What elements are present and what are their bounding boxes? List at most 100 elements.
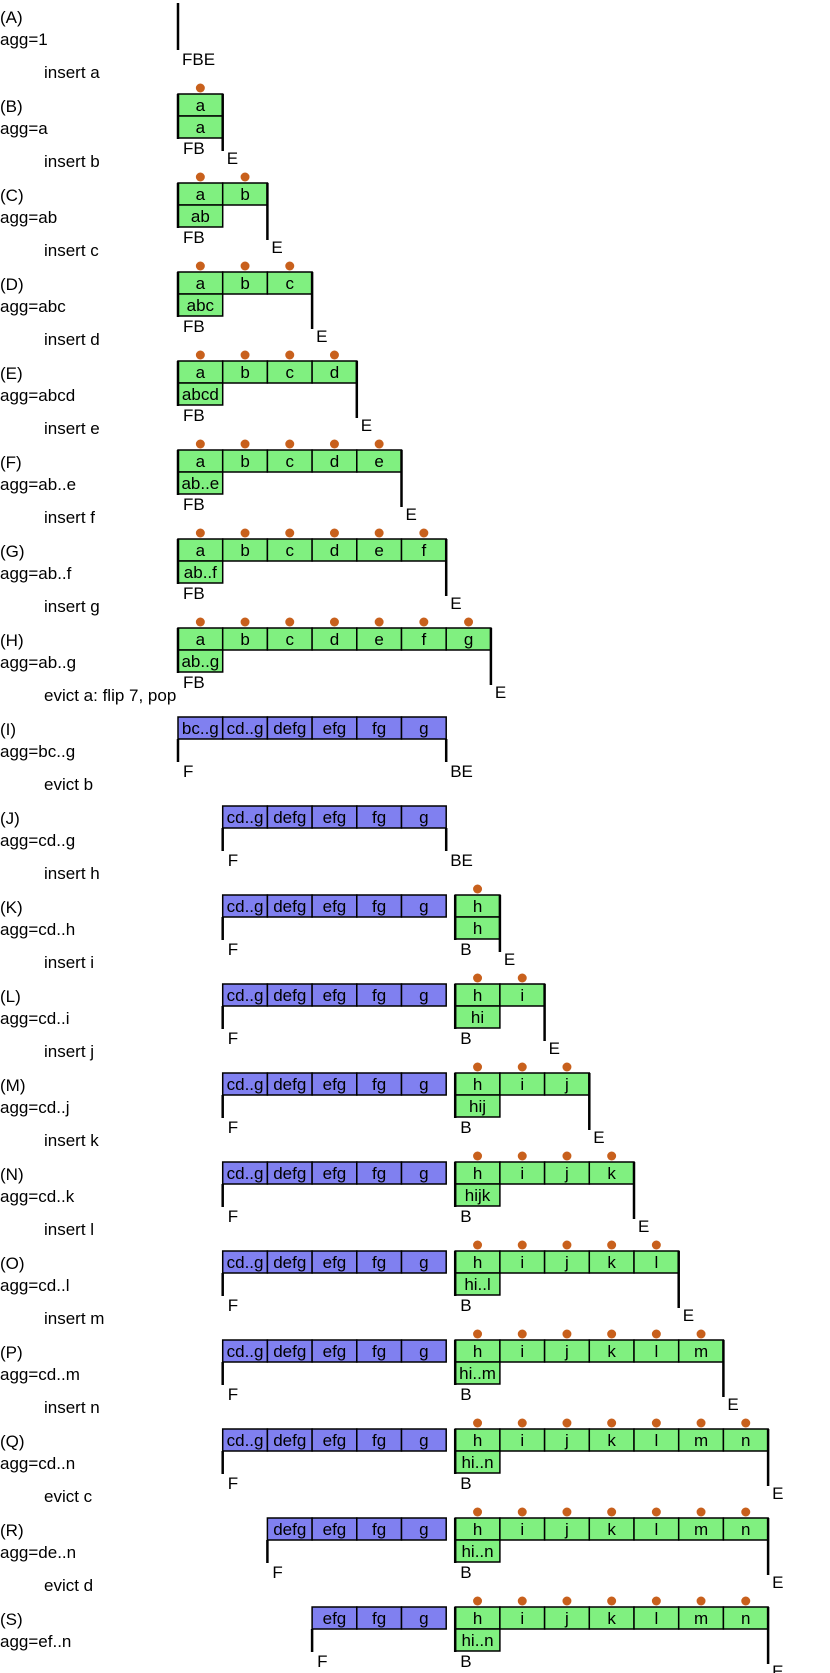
back-cell-value: c [286, 363, 295, 382]
operation-label: insert j [44, 1042, 94, 1061]
front-cell-value: cd..g [227, 808, 264, 827]
back-cell-value: a [196, 630, 206, 649]
push-marker-dot [195, 350, 205, 360]
back-cell-value: i [520, 1431, 524, 1450]
front-cell-value: fg [372, 719, 386, 738]
state-agg-value: agg=cd..j [0, 1098, 69, 1117]
push-marker-dot [374, 528, 384, 538]
push-marker-dot [473, 973, 483, 983]
push-marker-dot [651, 1240, 661, 1250]
back-cell-value: j [564, 1075, 569, 1094]
front-stack-cell [400, 894, 447, 918]
back-cell-value: c [286, 541, 295, 560]
state-agg-value: agg=ab [0, 208, 57, 227]
front-cell-value: fg [372, 1342, 386, 1361]
state-agg-value: agg=abcd [0, 386, 75, 405]
back-cell-value: i [520, 1075, 524, 1094]
operation-label: insert g [44, 597, 100, 616]
back-aggregate-value: hijk [465, 1186, 491, 1205]
back-cell-value: m [694, 1609, 708, 1628]
back-begin-pointer-label: FB [183, 673, 205, 692]
front-cell-value: g [419, 1164, 428, 1183]
push-marker-dot [285, 261, 295, 271]
push-marker-dot [195, 261, 205, 271]
front-cell-value: efg [323, 897, 347, 916]
front-cell-value: cd..g [227, 1431, 264, 1450]
push-marker-dot [517, 973, 527, 983]
back-cell-value: h [473, 897, 482, 916]
back-cell-value: f [421, 541, 426, 560]
back-cell-value: h [473, 1075, 482, 1094]
pointer-label: FBE [182, 50, 215, 69]
front-stack-cell [400, 1339, 447, 1363]
front-stack-cell [400, 716, 447, 740]
back-begin-pointer-label: B [460, 1385, 471, 1404]
front-pointer-label: F [228, 1029, 238, 1048]
back-cell-value: d [330, 630, 339, 649]
operation-label: insert m [44, 1309, 104, 1328]
front-cell-value: cd..g [227, 1342, 264, 1361]
end-pointer-label: E [772, 1484, 783, 1503]
front-cell-value: efg [323, 986, 347, 1005]
state-agg-value: agg=cd..l [0, 1276, 69, 1295]
push-marker-dot [517, 1507, 527, 1517]
front-cell-value: efg [323, 1609, 347, 1628]
front-stack-cell [400, 1517, 447, 1541]
back-cell-value: l [654, 1520, 658, 1539]
back-cell-value: b [240, 630, 249, 649]
back-cell-value: i [520, 1342, 524, 1361]
push-marker-dot [651, 1596, 661, 1606]
back-aggregate-value: hi..n [461, 1542, 493, 1561]
end-pointer-label: E [638, 1217, 649, 1236]
state-agg-value: agg=cd..g [0, 831, 75, 850]
state-label: (J) [0, 809, 20, 828]
state-agg-value: agg=ab..e [0, 475, 76, 494]
state-agg-value: agg=cd..h [0, 920, 75, 939]
push-marker-dot [517, 1062, 527, 1072]
back-cell-value: e [374, 452, 383, 471]
front-cell-value: bc..g [182, 719, 219, 738]
front-cell-value: fg [372, 1164, 386, 1183]
back-cell-value: b [240, 274, 249, 293]
back-aggregate-value: abcd [182, 385, 219, 404]
back-cell-value: j [564, 1431, 569, 1450]
back-end-pointer-label: BE [450, 851, 473, 870]
back-begin-pointer-label: B [460, 1652, 471, 1671]
push-marker-dot [195, 172, 205, 182]
push-marker-dot [419, 617, 429, 627]
push-marker-dot [651, 1507, 661, 1517]
front-cell-value: efg [323, 1253, 347, 1272]
push-marker-dot [329, 528, 339, 538]
front-cell-value: efg [323, 719, 347, 738]
back-aggregate-value: abc [187, 296, 215, 315]
back-cell-value: h [473, 1520, 482, 1539]
end-pointer-label: E [271, 238, 282, 257]
front-cell-value: efg [323, 808, 347, 827]
back-cell-value: b [240, 541, 249, 560]
front-pointer-label: F [228, 1474, 238, 1493]
back-begin-pointer-label: FB [183, 317, 205, 336]
state-label: (R) [0, 1521, 24, 1540]
front-cell-value: fg [372, 808, 386, 827]
state-label: (G) [0, 542, 25, 561]
push-marker-dot [607, 1151, 617, 1161]
back-cell-value: b [240, 363, 249, 382]
front-stack-cell [400, 983, 447, 1007]
front-pointer-label: F [317, 1652, 327, 1671]
front-cell-value: g [419, 1253, 428, 1272]
front-pointer-label: F [228, 940, 238, 959]
state-label: (B) [0, 97, 23, 116]
push-marker-dot [651, 1329, 661, 1339]
back-cell-value: h [473, 1164, 482, 1183]
push-marker-dot [329, 350, 339, 360]
back-cell-value: j [564, 1164, 569, 1183]
front-cell-value: efg [323, 1520, 347, 1539]
back-aggregate-value: ab..g [181, 652, 219, 671]
operation-label: insert h [44, 864, 100, 883]
front-cell-value: g [419, 1520, 428, 1539]
front-cell-value: g [419, 1609, 428, 1628]
front-cell-value: fg [372, 1609, 386, 1628]
push-marker-dot [562, 1596, 572, 1606]
state-label: (A) [0, 8, 23, 27]
